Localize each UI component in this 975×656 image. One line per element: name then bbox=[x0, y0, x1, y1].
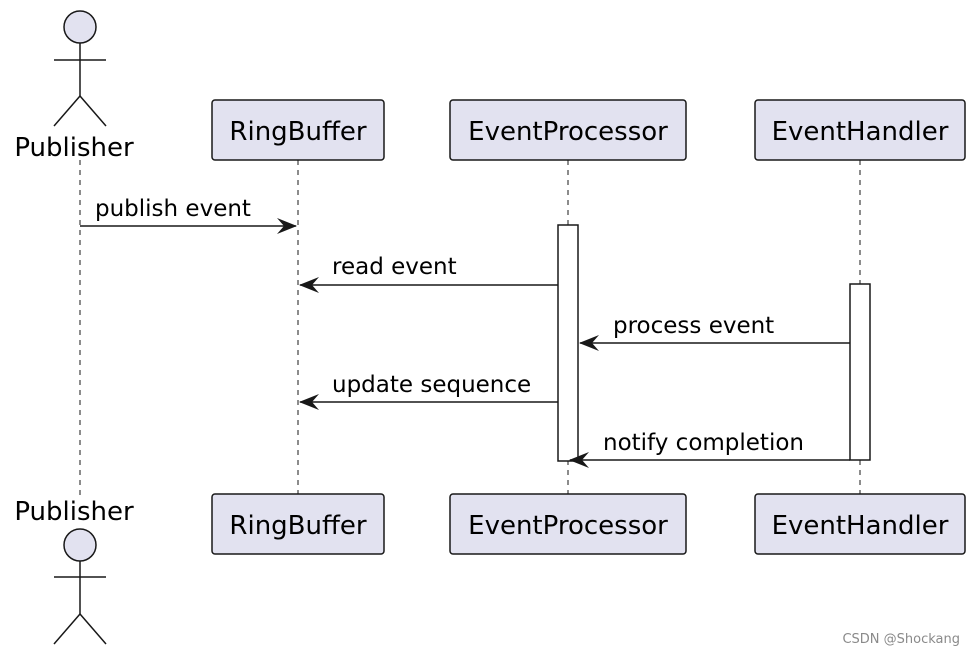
activation-eventhandler bbox=[849, 283, 871, 461]
actor-label-top: Publisher bbox=[14, 133, 134, 163]
participant-label: RingBuffer bbox=[229, 117, 366, 147]
actor-leg-left bbox=[53, 95, 81, 127]
message-notify-completion: notify completion bbox=[569, 430, 850, 468]
participant-label: EventProcessor bbox=[468, 117, 668, 147]
message-label: process event bbox=[613, 313, 774, 339]
participant-label: RingBuffer bbox=[229, 511, 366, 541]
actor-publisher-top bbox=[53, 10, 107, 127]
message-update-sequence: update sequence bbox=[299, 372, 558, 410]
participant-label: EventHandler bbox=[772, 117, 949, 147]
message-label: publish event bbox=[95, 196, 251, 222]
message-label: notify completion bbox=[603, 430, 804, 456]
activation-eventprocessor bbox=[557, 224, 579, 462]
participant-eventhandler-bottom: EventHandler bbox=[754, 493, 966, 555]
actor-leg-right bbox=[79, 613, 107, 645]
participant-eventprocessor-top: EventProcessor bbox=[449, 99, 687, 161]
actor-publisher-bottom bbox=[53, 528, 107, 645]
message-publish-event: publish event bbox=[80, 196, 297, 234]
participant-ringbuffer-top: RingBuffer bbox=[211, 99, 385, 161]
actor-leg-left bbox=[53, 613, 81, 645]
actor-head bbox=[63, 10, 97, 44]
actor-label-bottom: Publisher bbox=[14, 497, 134, 527]
participant-label: EventProcessor bbox=[468, 511, 668, 541]
message-label: update sequence bbox=[332, 372, 531, 398]
participant-label: EventHandler bbox=[772, 511, 949, 541]
participant-ringbuffer-bottom: RingBuffer bbox=[211, 493, 385, 555]
message-read-event: read event bbox=[299, 254, 558, 293]
message-label: read event bbox=[332, 254, 457, 280]
message-process-event: process event bbox=[579, 313, 850, 351]
watermark-text: CSDN @Shockang bbox=[842, 632, 960, 647]
actor-head bbox=[63, 528, 97, 562]
actor-leg-right bbox=[79, 95, 107, 127]
participant-eventprocessor-bottom: EventProcessor bbox=[449, 493, 687, 555]
participant-eventhandler-top: EventHandler bbox=[754, 99, 966, 161]
